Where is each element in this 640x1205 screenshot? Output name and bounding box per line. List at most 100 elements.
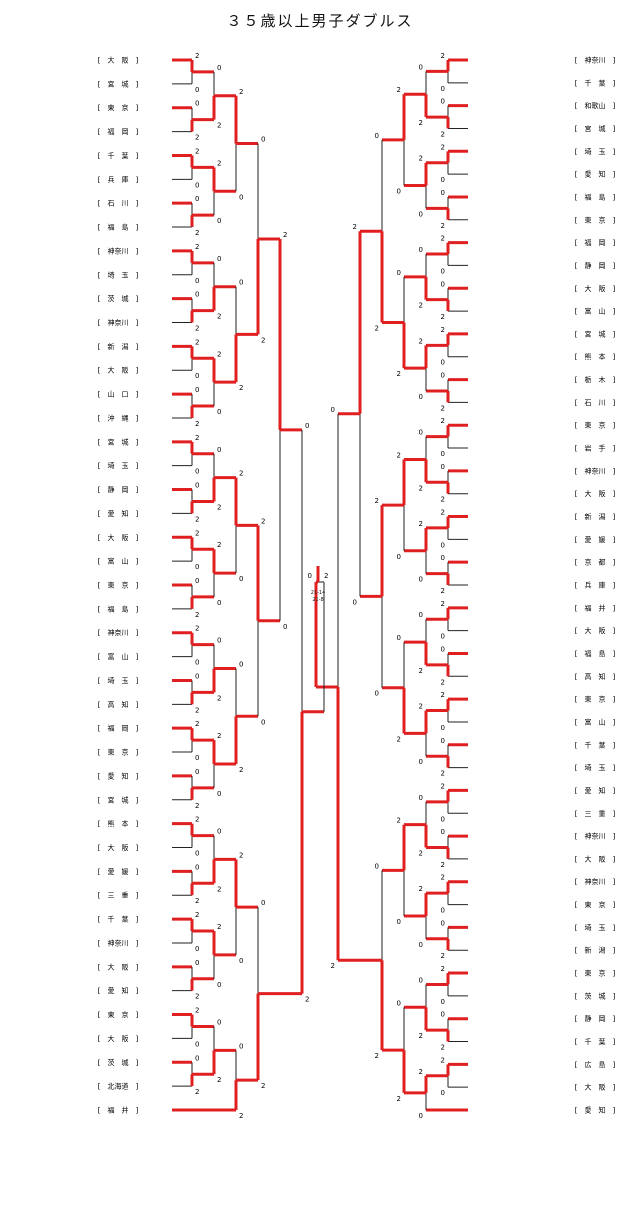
- left-game-count: 2: [195, 897, 199, 905]
- left-game-count: 0: [239, 1042, 243, 1050]
- right-game-count: 0: [441, 85, 445, 93]
- left-game-count: 2: [239, 851, 243, 859]
- right-game-count: 2: [419, 667, 423, 675]
- right-entry-pref: [ 高 知 ]: [575, 672, 616, 681]
- left-game-count: 0: [195, 482, 199, 490]
- left-game-count: 0: [195, 659, 199, 667]
- right-game-count: 2: [441, 782, 445, 790]
- right-game-count: 0: [419, 1112, 423, 1120]
- right-game-count: 2: [419, 1032, 423, 1040]
- right-game-count: 2: [441, 143, 445, 151]
- right-game-count: 0: [397, 918, 401, 926]
- right-game-count: 0: [441, 1089, 445, 1097]
- right-game-count: 0: [441, 359, 445, 367]
- right-game-count: 0: [441, 176, 445, 184]
- right-entry-pref: [ 東 京 ]: [575, 695, 616, 704]
- right-game-count: 2: [375, 325, 379, 333]
- right-game-count: 0: [397, 188, 401, 196]
- left-game-count: 2: [261, 517, 265, 525]
- right-game-count: 0: [441, 541, 445, 549]
- right-entry-pref: [ 千 葉 ]: [575, 1037, 616, 1046]
- left-entry-pref: [ 神奈川 ]: [98, 318, 139, 327]
- right-game-count: 0: [441, 998, 445, 1006]
- right-entry-pref: [ 埼 玉 ]: [575, 147, 616, 156]
- right-entry-pref: [ 福 島 ]: [575, 649, 616, 658]
- right-entry-pref: [ 京 都 ]: [575, 558, 616, 567]
- left-entry-pref: [ 埼 玉 ]: [98, 461, 139, 470]
- left-entry-pref: [ 福 岡 ]: [98, 127, 139, 136]
- right-game-count: 0: [441, 907, 445, 915]
- left-game-count: 2: [217, 313, 221, 321]
- left-game-count: 0: [261, 899, 265, 907]
- left-game-count: 2: [217, 122, 221, 130]
- left-game-count: 0: [217, 1018, 221, 1026]
- right-game-count: 0: [441, 463, 445, 471]
- left-game-count: 0: [195, 386, 199, 394]
- left-entry-pref: [ 福 岡 ]: [98, 724, 139, 733]
- left-game-count: 0: [239, 279, 243, 287]
- left-game-count: 2: [261, 336, 265, 344]
- right-entry-pref: [ 愛 知 ]: [575, 170, 616, 179]
- left-game-count: 2: [195, 243, 199, 251]
- right-entry-pref: [ 千 葉 ]: [575, 78, 616, 87]
- right-entry-pref: [ 栃 木 ]: [575, 375, 616, 384]
- left-game-count: 2: [195, 147, 199, 155]
- left-entry-pref: [ 北海道 ]: [98, 1082, 139, 1091]
- left-game-count: 0: [261, 136, 265, 144]
- right-game-count: 2: [441, 1044, 445, 1052]
- right-game-count: 2: [397, 451, 401, 459]
- right-game-count: 2: [441, 678, 445, 686]
- right-game-count: 0: [441, 633, 445, 641]
- right-game-count: 0: [419, 429, 423, 437]
- right-game-count: 2: [441, 600, 445, 608]
- left-game-count: 0: [195, 1054, 199, 1062]
- right-entry-pref: [ 埼 玉 ]: [575, 763, 616, 772]
- right-entry-pref: [ 広 島 ]: [575, 1060, 616, 1069]
- left-entry-pref: [ 新 潟 ]: [98, 342, 139, 351]
- left-game-count: 0: [217, 790, 221, 798]
- left-game-count: 0: [195, 195, 199, 203]
- right-game-count: 0: [397, 553, 401, 561]
- left-game-count: 2: [195, 434, 199, 442]
- right-entry-pref: [ 大 阪 ]: [575, 854, 616, 863]
- right-game-count: 0: [441, 815, 445, 823]
- right-entry-pref: [ 福 井 ]: [575, 603, 616, 612]
- left-game-count: 2: [239, 88, 243, 96]
- right-game-count: 0: [441, 189, 445, 197]
- left-game-count: 2: [195, 720, 199, 728]
- right-entry-pref: [ 茨 城 ]: [575, 991, 616, 1000]
- left-game-count: 0: [217, 599, 221, 607]
- right-game-count: 2: [397, 370, 401, 378]
- left-entry-pref: [ 埼 玉 ]: [98, 676, 139, 685]
- left-entry-pref: [ 宮 城 ]: [98, 79, 139, 88]
- right-game-count: 0: [331, 406, 335, 414]
- right-game-count: 0: [441, 280, 445, 288]
- left-entry-pref: [ 神奈川 ]: [98, 246, 139, 255]
- right-entry-pref: [ 東 京 ]: [575, 215, 616, 224]
- right-entry-pref: [ 宮 城 ]: [575, 124, 616, 133]
- right-game-count: 2: [419, 885, 423, 893]
- right-game-count: 2: [397, 86, 401, 94]
- right-game-count: 0: [419, 794, 423, 802]
- left-game-count: 2: [195, 1007, 199, 1015]
- right-game-count: 2: [419, 155, 423, 163]
- right-game-count: 0: [419, 611, 423, 619]
- left-entry-pref: [ 富 山 ]: [98, 557, 139, 566]
- left-entry-pref: [ 宮 城 ]: [98, 795, 139, 804]
- right-game-count: 2: [397, 735, 401, 743]
- right-game-count: 2: [375, 497, 379, 505]
- right-entry-pref: [ 新 潟 ]: [575, 512, 616, 521]
- left-game-count: 2: [283, 231, 287, 239]
- left-game-count: 2: [195, 420, 199, 428]
- right-game-count: 0: [441, 450, 445, 458]
- right-entry-pref: [ 愛 知 ]: [575, 786, 616, 795]
- right-entry-pref: [ 富 山 ]: [575, 717, 616, 726]
- page-title: ３５歳以上男子ダブルス: [226, 12, 414, 30]
- left-game-count: 2: [217, 541, 221, 549]
- right-game-count: 2: [441, 235, 445, 243]
- left-game-count: 0: [195, 100, 199, 108]
- left-entry-pref: [ 兵 庫 ]: [98, 175, 139, 184]
- right-game-count: 2: [419, 337, 423, 345]
- left-game-count: 0: [239, 193, 243, 201]
- right-entry-pref: [ 静 岡 ]: [575, 261, 616, 270]
